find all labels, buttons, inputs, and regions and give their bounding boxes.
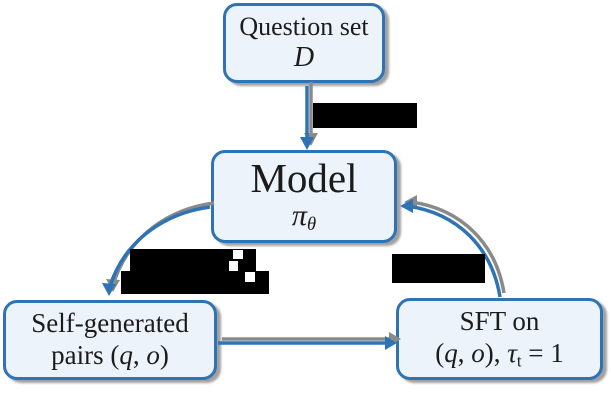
- redaction-gap: [233, 250, 243, 259]
- arrow-question-to-model: [300, 86, 314, 150]
- model-label: Model: [250, 155, 358, 202]
- question-set-box: Question set D: [223, 3, 385, 83]
- dataset-symbol: D: [293, 41, 315, 73]
- redacted-label-model-to-selfgen: [121, 248, 271, 295]
- model-box: Model πθ: [211, 150, 397, 243]
- pairs-expression: pairs (q, o): [51, 340, 169, 370]
- sft-expression: (q, o), τt = 1: [435, 338, 564, 371]
- sft-box: SFT on (q, o), τt = 1: [396, 298, 603, 380]
- redacted-label-sft-to-model: [392, 254, 485, 283]
- self-generated-pairs-box: Self-generated pairs (q, o): [3, 300, 217, 380]
- redacted-label-question-to-model: [313, 103, 417, 128]
- self-generated-label: Self-generated: [31, 308, 189, 339]
- arrow-selfgen-to-sft: [218, 336, 397, 350]
- question-set-label: Question set: [239, 12, 369, 42]
- sft-label: SFT on: [459, 306, 540, 337]
- redaction-gap: [245, 272, 255, 282]
- redaction-gap: [229, 261, 238, 271]
- policy-symbol: πθ: [291, 199, 317, 236]
